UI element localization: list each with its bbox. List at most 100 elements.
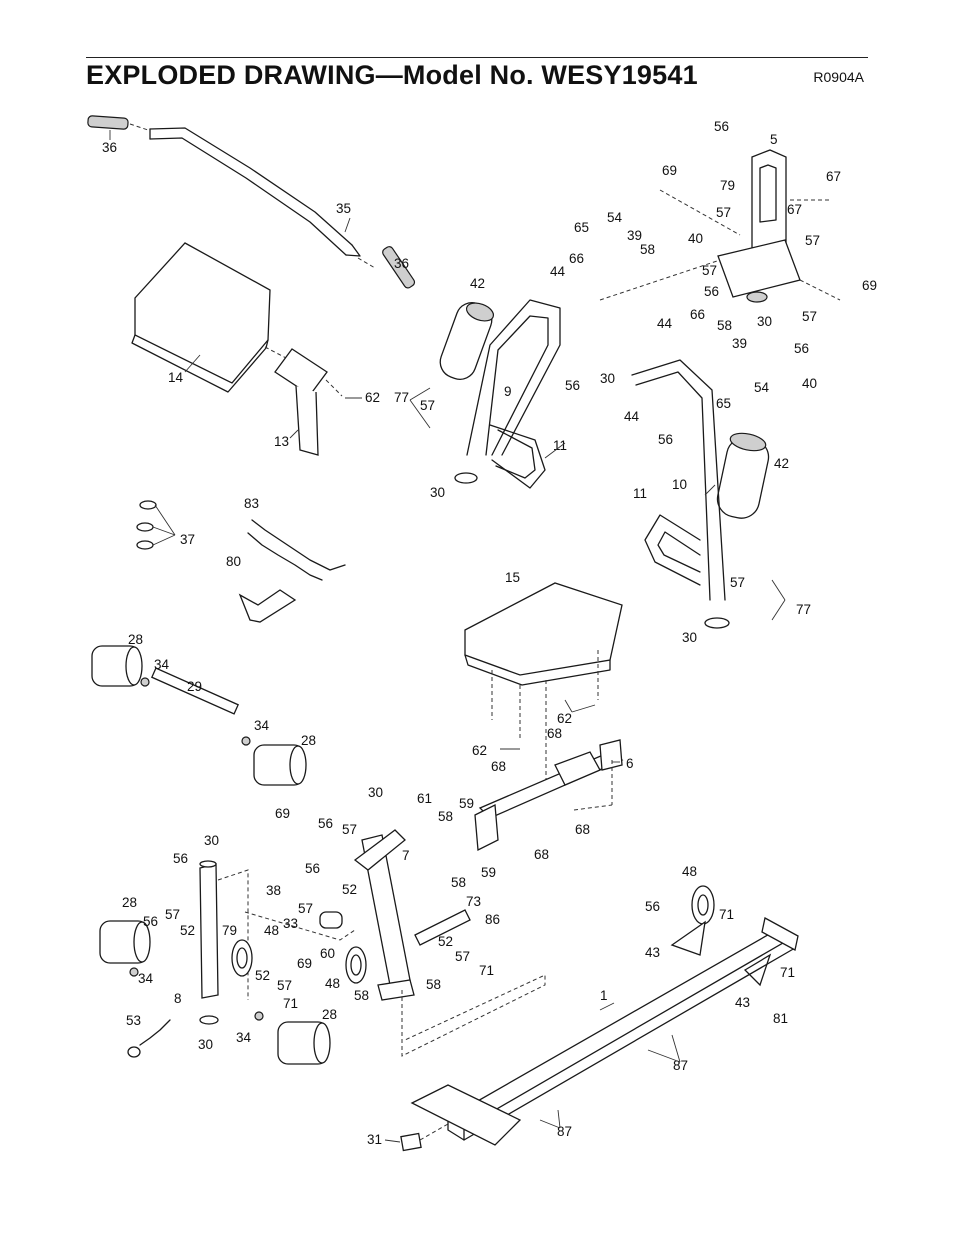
callout: 8 <box>174 991 182 1006</box>
callout: 28 <box>122 895 137 910</box>
callout: 77 <box>796 602 811 617</box>
callout: 30 <box>198 1037 213 1052</box>
callout: 40 <box>802 376 817 391</box>
callout: 67 <box>826 169 841 184</box>
callout: 48 <box>264 923 279 938</box>
callout: 68 <box>575 822 590 837</box>
callout: 65 <box>716 396 731 411</box>
part-pad-bracket <box>274 348 343 456</box>
callout: 56 <box>794 341 809 356</box>
callout: 81 <box>773 1011 788 1026</box>
part-back-pad <box>131 242 287 393</box>
callout: 30 <box>600 371 615 386</box>
callout: 30 <box>757 314 772 329</box>
callout: 57 <box>716 205 731 220</box>
callout: 54 <box>607 210 623 225</box>
callout: 13 <box>274 434 289 449</box>
callout: 57 <box>277 978 292 993</box>
part-base-frame <box>400 917 799 1152</box>
callout: 61 <box>417 791 432 806</box>
callout: 7 <box>402 848 410 863</box>
callout: 15 <box>505 570 520 585</box>
callout: 35 <box>336 201 351 216</box>
callout: 69 <box>275 806 290 821</box>
callout: 44 <box>550 264 566 279</box>
callout: 79 <box>222 923 237 938</box>
callout: 57 <box>455 949 470 964</box>
drawing-code: R0904A <box>813 69 864 85</box>
callout: 57 <box>342 822 357 837</box>
callout: 1 <box>600 988 608 1003</box>
callout: 57 <box>298 901 313 916</box>
callout: 33 <box>283 916 298 931</box>
callout: 79 <box>720 178 735 193</box>
callout: 66 <box>569 251 584 266</box>
callout: 37 <box>180 532 195 547</box>
callout: 28 <box>301 733 316 748</box>
callout: 57 <box>702 263 717 278</box>
callout: 6 <box>626 756 634 771</box>
callout: 56 <box>173 851 188 866</box>
callout: 58 <box>438 809 453 824</box>
part-seat <box>464 582 623 790</box>
callout: 30 <box>682 630 697 645</box>
callout: 56 <box>565 378 580 393</box>
callout: 62 <box>365 390 380 405</box>
callout: 56 <box>658 432 673 447</box>
callout: 43 <box>735 995 750 1010</box>
part-lat-bar <box>87 115 416 289</box>
callout: 58 <box>451 875 466 890</box>
callout: 28 <box>322 1007 337 1022</box>
callout: 69 <box>662 163 677 178</box>
callout: 68 <box>491 759 506 774</box>
callout: 71 <box>780 965 795 980</box>
callout: 57 <box>165 907 180 922</box>
callout: 43 <box>645 945 660 960</box>
callout: 38 <box>266 883 281 898</box>
callout: 57 <box>802 309 817 324</box>
callout: 36 <box>102 140 117 155</box>
callout: 52 <box>255 968 270 983</box>
callout: 62 <box>472 743 487 758</box>
callout: 56 <box>143 914 158 929</box>
callout: 68 <box>547 726 562 741</box>
callout: 34 <box>236 1030 252 1045</box>
callout: 69 <box>862 278 877 293</box>
callout: 10 <box>672 477 687 492</box>
callout: 71 <box>283 996 298 1011</box>
callout: 42 <box>470 276 485 291</box>
callout: 56 <box>714 119 729 134</box>
header-rule <box>86 57 868 58</box>
callout: 58 <box>426 977 441 992</box>
callout: 34 <box>154 657 170 672</box>
callout: 30 <box>204 833 219 848</box>
callout: 39 <box>732 336 747 351</box>
callout: 52 <box>342 882 357 897</box>
part-arm-right <box>631 359 770 629</box>
callout: 87 <box>557 1124 572 1139</box>
callout: 28 <box>128 632 143 647</box>
callout: 34 <box>138 971 154 986</box>
callout: 11 <box>633 486 647 501</box>
callout: 58 <box>354 988 369 1003</box>
callout: 80 <box>226 554 241 569</box>
page-title: EXPLODED DRAWING—Model No. WESY19541 <box>86 60 698 90</box>
callout: 73 <box>466 894 481 909</box>
callout: 5 <box>770 132 778 147</box>
callout: 68 <box>534 847 549 862</box>
callout: 67 <box>787 202 802 217</box>
callout: 59 <box>481 865 496 880</box>
leader-lines <box>109 130 786 1143</box>
part-lower-rollers <box>99 920 331 1065</box>
callout: 36 <box>394 256 409 271</box>
callout: 14 <box>168 370 184 385</box>
callout: 56 <box>645 899 660 914</box>
callout: 86 <box>485 912 500 927</box>
part-upright <box>599 149 841 303</box>
callout: 48 <box>325 976 340 991</box>
part-arm-left <box>439 299 561 489</box>
callout: 42 <box>774 456 789 471</box>
callout: 62 <box>557 711 572 726</box>
part-accessories <box>136 500 346 623</box>
